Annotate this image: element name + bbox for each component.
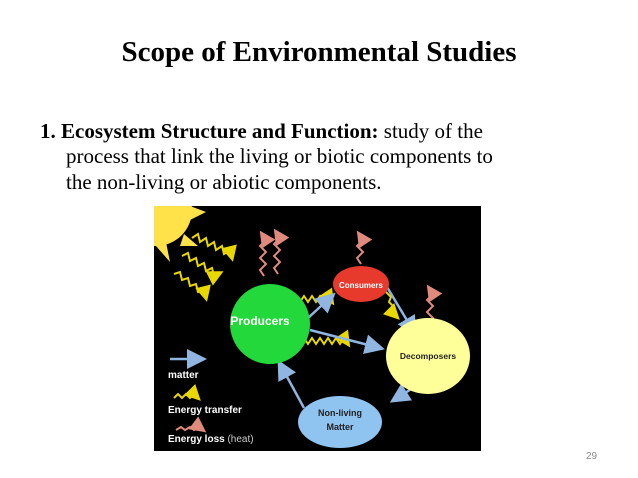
bullet-lead: 1. Ecosystem Structure and Function: (40, 119, 379, 143)
nonliving-node (298, 396, 382, 448)
bullet-line-3: the non-living or abiotic components. (66, 170, 382, 194)
decomposers-node (386, 318, 470, 394)
page-number: 29 (586, 451, 598, 462)
legend-energy-loss-label: Energy loss (heat) (168, 434, 254, 445)
sun-icon (154, 206, 206, 262)
legend-energy-transfer-arrow (173, 383, 201, 401)
consumers-label: Consumers (339, 281, 384, 290)
bullet-line-2: process that link the living or biotic c… (66, 144, 493, 168)
decomposers-label: Decomposers (400, 351, 456, 361)
legend-energy-loss-suffix: (heat) (225, 434, 254, 445)
consumers-node (333, 266, 389, 302)
sun-energy-arrows (173, 232, 237, 302)
nonliving-label-line1: Non-living (318, 408, 362, 418)
legend-matter-label: matter (168, 370, 199, 381)
bullet-point: 1. Ecosystem Structure and Function: stu… (40, 118, 600, 144)
ecosystem-diagram: Producers Consumers Decomposers Non-livi… (154, 206, 481, 451)
producers-node (230, 284, 310, 364)
legend-energy-loss-arrow (175, 416, 207, 433)
slide-title: Scope of Environmental Studies (121, 36, 517, 68)
legend-energy-transfer-label: Energy transfer (168, 405, 242, 416)
ecosystem-diagram-svg: Producers Consumers Decomposers Non-livi… (154, 206, 470, 448)
legend-energy-loss-main: Energy loss (168, 434, 225, 445)
bullet-text: study of the (378, 119, 483, 143)
producers-label: Producers (230, 314, 290, 328)
nonliving-label-line2: Matter (326, 422, 354, 432)
